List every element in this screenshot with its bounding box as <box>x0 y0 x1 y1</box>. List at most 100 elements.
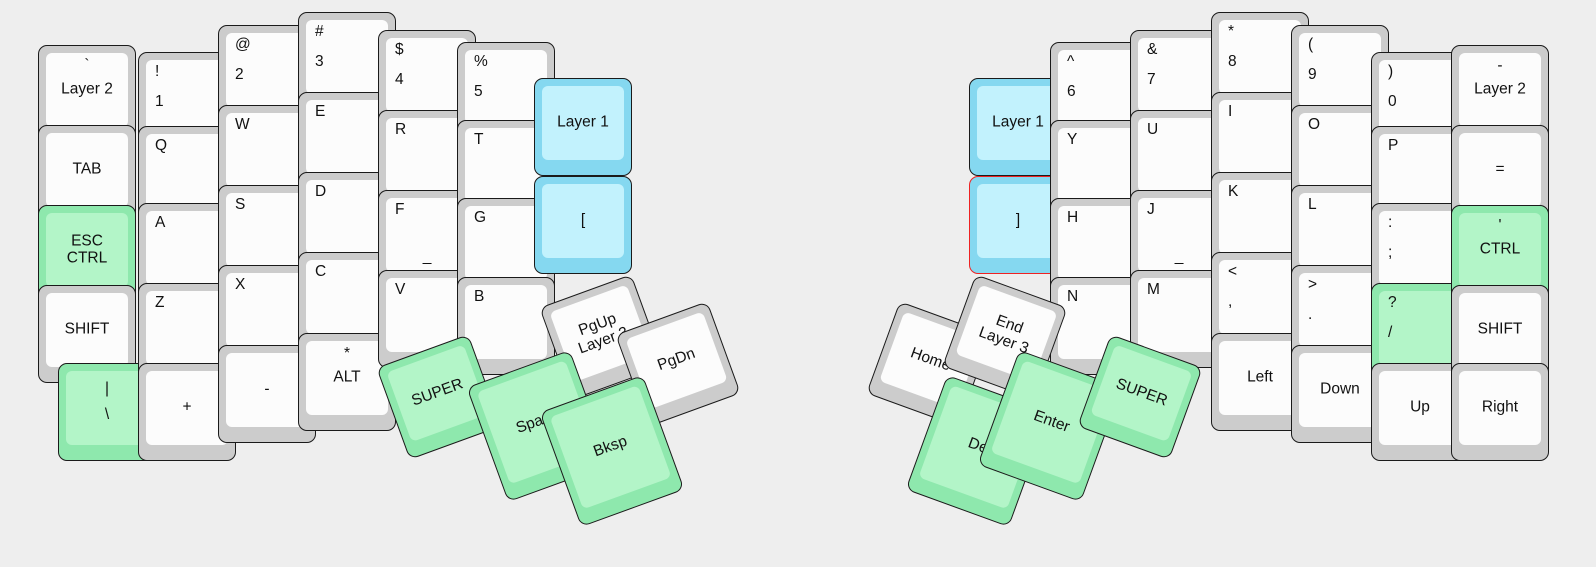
key-legend-center: End Layer 3 <box>976 311 1031 358</box>
key-legend-top-left: K <box>1228 183 1239 200</box>
key-cap: < , <box>1219 260 1301 334</box>
key-cap: M <box>1138 278 1220 352</box>
key-legend-top-left: P <box>1388 137 1399 154</box>
key-legend-center: Left <box>1247 368 1273 386</box>
key-legend-top-left: ! <box>155 63 160 80</box>
key-legend-top-left: ? <box>1388 294 1397 311</box>
key-legend-bottom-left: 7 <box>1147 71 1156 88</box>
key-legend-bottom-left: ; <box>1388 244 1393 261</box>
key-cap: ( 9 <box>1299 33 1381 107</box>
key-legend-center: ESC CTRL <box>66 232 108 266</box>
key-legend-bottom-left: 1 <box>155 93 164 110</box>
key-legend-top-left: G <box>474 209 487 226</box>
key-cap: Layer 1 <box>977 86 1059 160</box>
key-cap: ] <box>977 184 1059 258</box>
key-legend-center: + <box>182 398 192 416</box>
key-legend-bottom-left: 4 <box>395 71 404 88</box>
key-legend-bottom-left: 8 <box>1228 53 1237 70</box>
key-legend-top-left: @ <box>235 36 251 53</box>
key-cap: P <box>1379 134 1461 208</box>
key-legend-top-left: H <box>1067 209 1079 226</box>
key-cap: @ 2 <box>226 33 308 107</box>
key-legend-top-left: < <box>1228 263 1238 280</box>
key-cap: * ALT <box>306 341 388 415</box>
key-legend-center: Layer 1 <box>992 113 1044 131</box>
key-cap: SHIFT <box>1459 293 1541 367</box>
key-legend-center: SUPER <box>409 375 466 410</box>
key-right-arrow[interactable]: Right <box>1451 363 1549 461</box>
key-legend-top-left: A <box>155 214 166 231</box>
key-legend-bottom-left: 0 <box>1388 93 1397 110</box>
key-cap: | \ <box>66 371 148 445</box>
key-legend-center: Right <box>1481 398 1519 416</box>
key-cap: J _ <box>1138 198 1220 272</box>
key-legend-center: Bksp <box>591 432 630 461</box>
key-legend-center: SHIFT <box>64 320 110 338</box>
key-legend-bottom: \ <box>104 406 110 423</box>
key-cap: & 7 <box>1138 38 1220 112</box>
key-cap: E <box>306 100 388 174</box>
key-legend-bottom-left: , <box>1228 293 1233 310</box>
key-cap: R <box>386 118 468 192</box>
key-legend-top-left: > <box>1308 276 1318 293</box>
key-cap: Up <box>1379 371 1461 445</box>
key-legend-center: = <box>1495 160 1505 178</box>
key-legend-top: ` <box>84 57 90 74</box>
key-cap: + <box>146 371 228 445</box>
key-legend-top-left: F <box>395 201 405 218</box>
key-legend-bottom-left: . <box>1308 306 1313 323</box>
key-legend-center: SHIFT <box>1477 320 1523 338</box>
key-legend-bottom-left: 3 <box>315 53 324 70</box>
homing-bump-indicator: _ <box>1174 248 1184 266</box>
key-legend-bottom-left: 9 <box>1308 66 1317 83</box>
key-legend-top-left: $ <box>395 41 404 58</box>
key-legend-top-left: W <box>235 116 250 133</box>
key-cap: A <box>146 211 228 285</box>
key-legend-bottom-left: 2 <box>235 66 244 83</box>
key-legend-center: Layer 2 <box>61 80 113 98</box>
key-cap: : ; <box>1379 211 1461 285</box>
key-cap: Right <box>1459 371 1541 445</box>
key-legend-bottom-left: 5 <box>474 83 483 100</box>
key-legend-top-left: U <box>1147 121 1159 138</box>
key-cap: W <box>226 113 308 187</box>
key-cap: SHIFT <box>46 293 128 367</box>
key-cap: H <box>1058 206 1140 280</box>
key-cap: I <box>1219 100 1301 174</box>
key-legend-top-left: ( <box>1308 36 1314 53</box>
key-cap: SUPER <box>1090 344 1193 443</box>
key-cap: S <box>226 193 308 267</box>
key-cap: B <box>465 285 547 359</box>
key-legend-center: [ <box>580 211 586 229</box>
key-legend-top-left: Q <box>155 137 168 154</box>
key-legend-center: Layer 2 <box>1474 80 1526 98</box>
key-legend-top-left: T <box>474 131 484 148</box>
key-legend-top-left: : <box>1388 214 1393 231</box>
key-legend-center: PgDn <box>655 344 698 375</box>
key-legend-center: Layer 1 <box>557 113 609 131</box>
key-cap: C <box>306 260 388 334</box>
key-bracket-left-open[interactable]: [ <box>534 176 632 274</box>
key-cap: TAB <box>46 133 128 207</box>
key-layer1-left[interactable]: Layer 1 <box>534 78 632 176</box>
key-cap: Y <box>1058 128 1140 202</box>
key-cap: Bksp <box>549 385 672 510</box>
key-cap: ` Layer 2 <box>46 53 128 127</box>
key-cap: ' CTRL <box>1459 213 1541 287</box>
key-legend-center: CTRL <box>1479 240 1521 258</box>
homing-bump-indicator: _ <box>422 248 432 266</box>
key-legend-top-left: R <box>395 121 407 138</box>
key-cap: = <box>1459 133 1541 207</box>
key-legend-center: TAB <box>72 160 102 178</box>
key-legend-top-left: L <box>1308 196 1317 213</box>
key-cap: D <box>306 180 388 254</box>
key-legend-top-left: S <box>235 196 246 213</box>
key-cap: Down <box>1299 353 1381 427</box>
key-legend-bottom-left: / <box>1388 324 1393 341</box>
key-legend-center: ] <box>1015 211 1021 229</box>
key-legend-top-left: Y <box>1067 131 1078 148</box>
key-legend-center: SUPER <box>1113 375 1170 410</box>
key-cap: $ 4 <box>386 38 468 112</box>
key-legend-top-left: % <box>474 53 488 70</box>
